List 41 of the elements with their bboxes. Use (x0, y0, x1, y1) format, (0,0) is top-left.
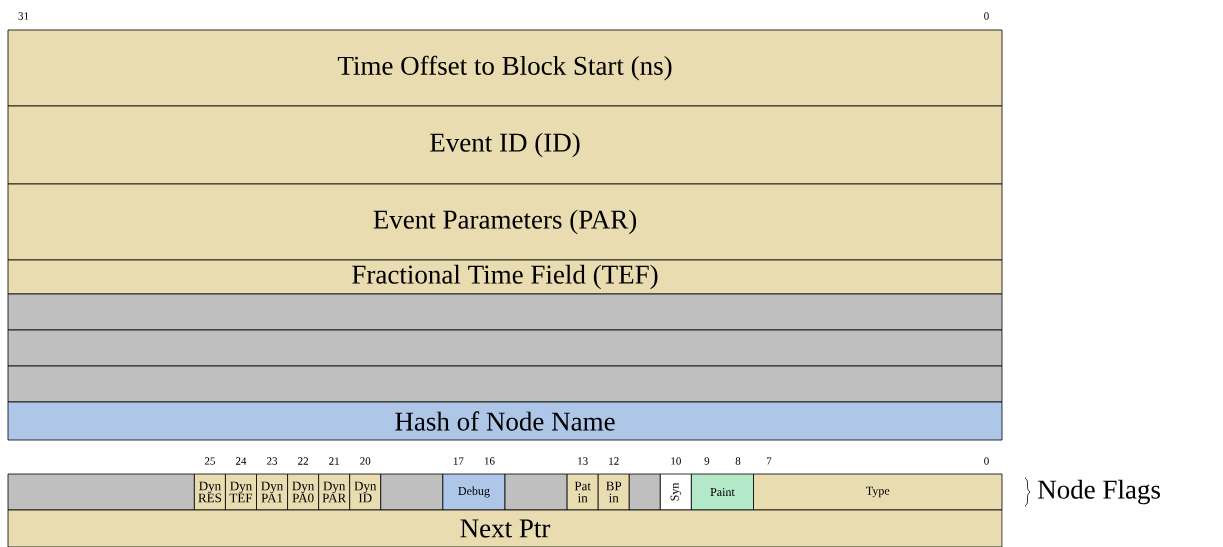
reserved-field (7, 329, 1003, 367)
reserved-field (7, 473, 195, 511)
bit-number: 16 (484, 457, 495, 465)
register-field: Hash of Node Name (7, 401, 1003, 441)
register-field: Time Offset to Block Start (ns) (7, 29, 1003, 107)
flag-field: Dyn PA1 (256, 473, 288, 511)
flag-field: BP in (597, 473, 630, 511)
flag-field: Type (753, 473, 1003, 511)
flag-field: Dyn PA0 (287, 473, 320, 511)
bit-number: 24 (235, 457, 247, 465)
flag-field: Dyn RES (194, 473, 226, 511)
bit-number: 22 (298, 457, 308, 465)
reserved-field (380, 473, 444, 511)
register-field: Fractional Time Field (TEF) (7, 259, 1003, 295)
flag-field: Paint (691, 473, 754, 511)
flag-field: Pat in (566, 473, 599, 511)
flag-field: Debug (442, 473, 506, 511)
reserved-field (628, 473, 661, 511)
bit-number: 9 (704, 457, 710, 465)
bit-number: 31 (18, 12, 29, 20)
bit-number: 21 (329, 457, 339, 465)
bit-number: 12 (609, 457, 619, 465)
flag-field: Dyn PAR (318, 473, 351, 511)
reserved-field (7, 293, 1003, 331)
bracket-label: Node Flags (1038, 479, 1160, 505)
bit-number: 7 (767, 457, 772, 465)
flag-field: Dyn ID (349, 473, 382, 511)
reserved-field (504, 473, 568, 511)
bit-number: 8 (735, 457, 741, 465)
bit-number: 17 (453, 457, 464, 465)
bit-number: 23 (267, 457, 278, 465)
flag-field: Syn (659, 473, 692, 511)
bit-number: 0 (984, 457, 989, 465)
register-field: Event ID (ID) (7, 105, 1003, 185)
bit-number: 10 (671, 457, 681, 465)
bit-number: 25 (204, 457, 215, 465)
flag-field: Dyn TEF (225, 473, 257, 511)
bit-number: 0 (984, 12, 989, 20)
reserved-field (7, 365, 1003, 403)
bit-number: 13 (578, 457, 588, 465)
bit-number: 20 (360, 457, 371, 465)
